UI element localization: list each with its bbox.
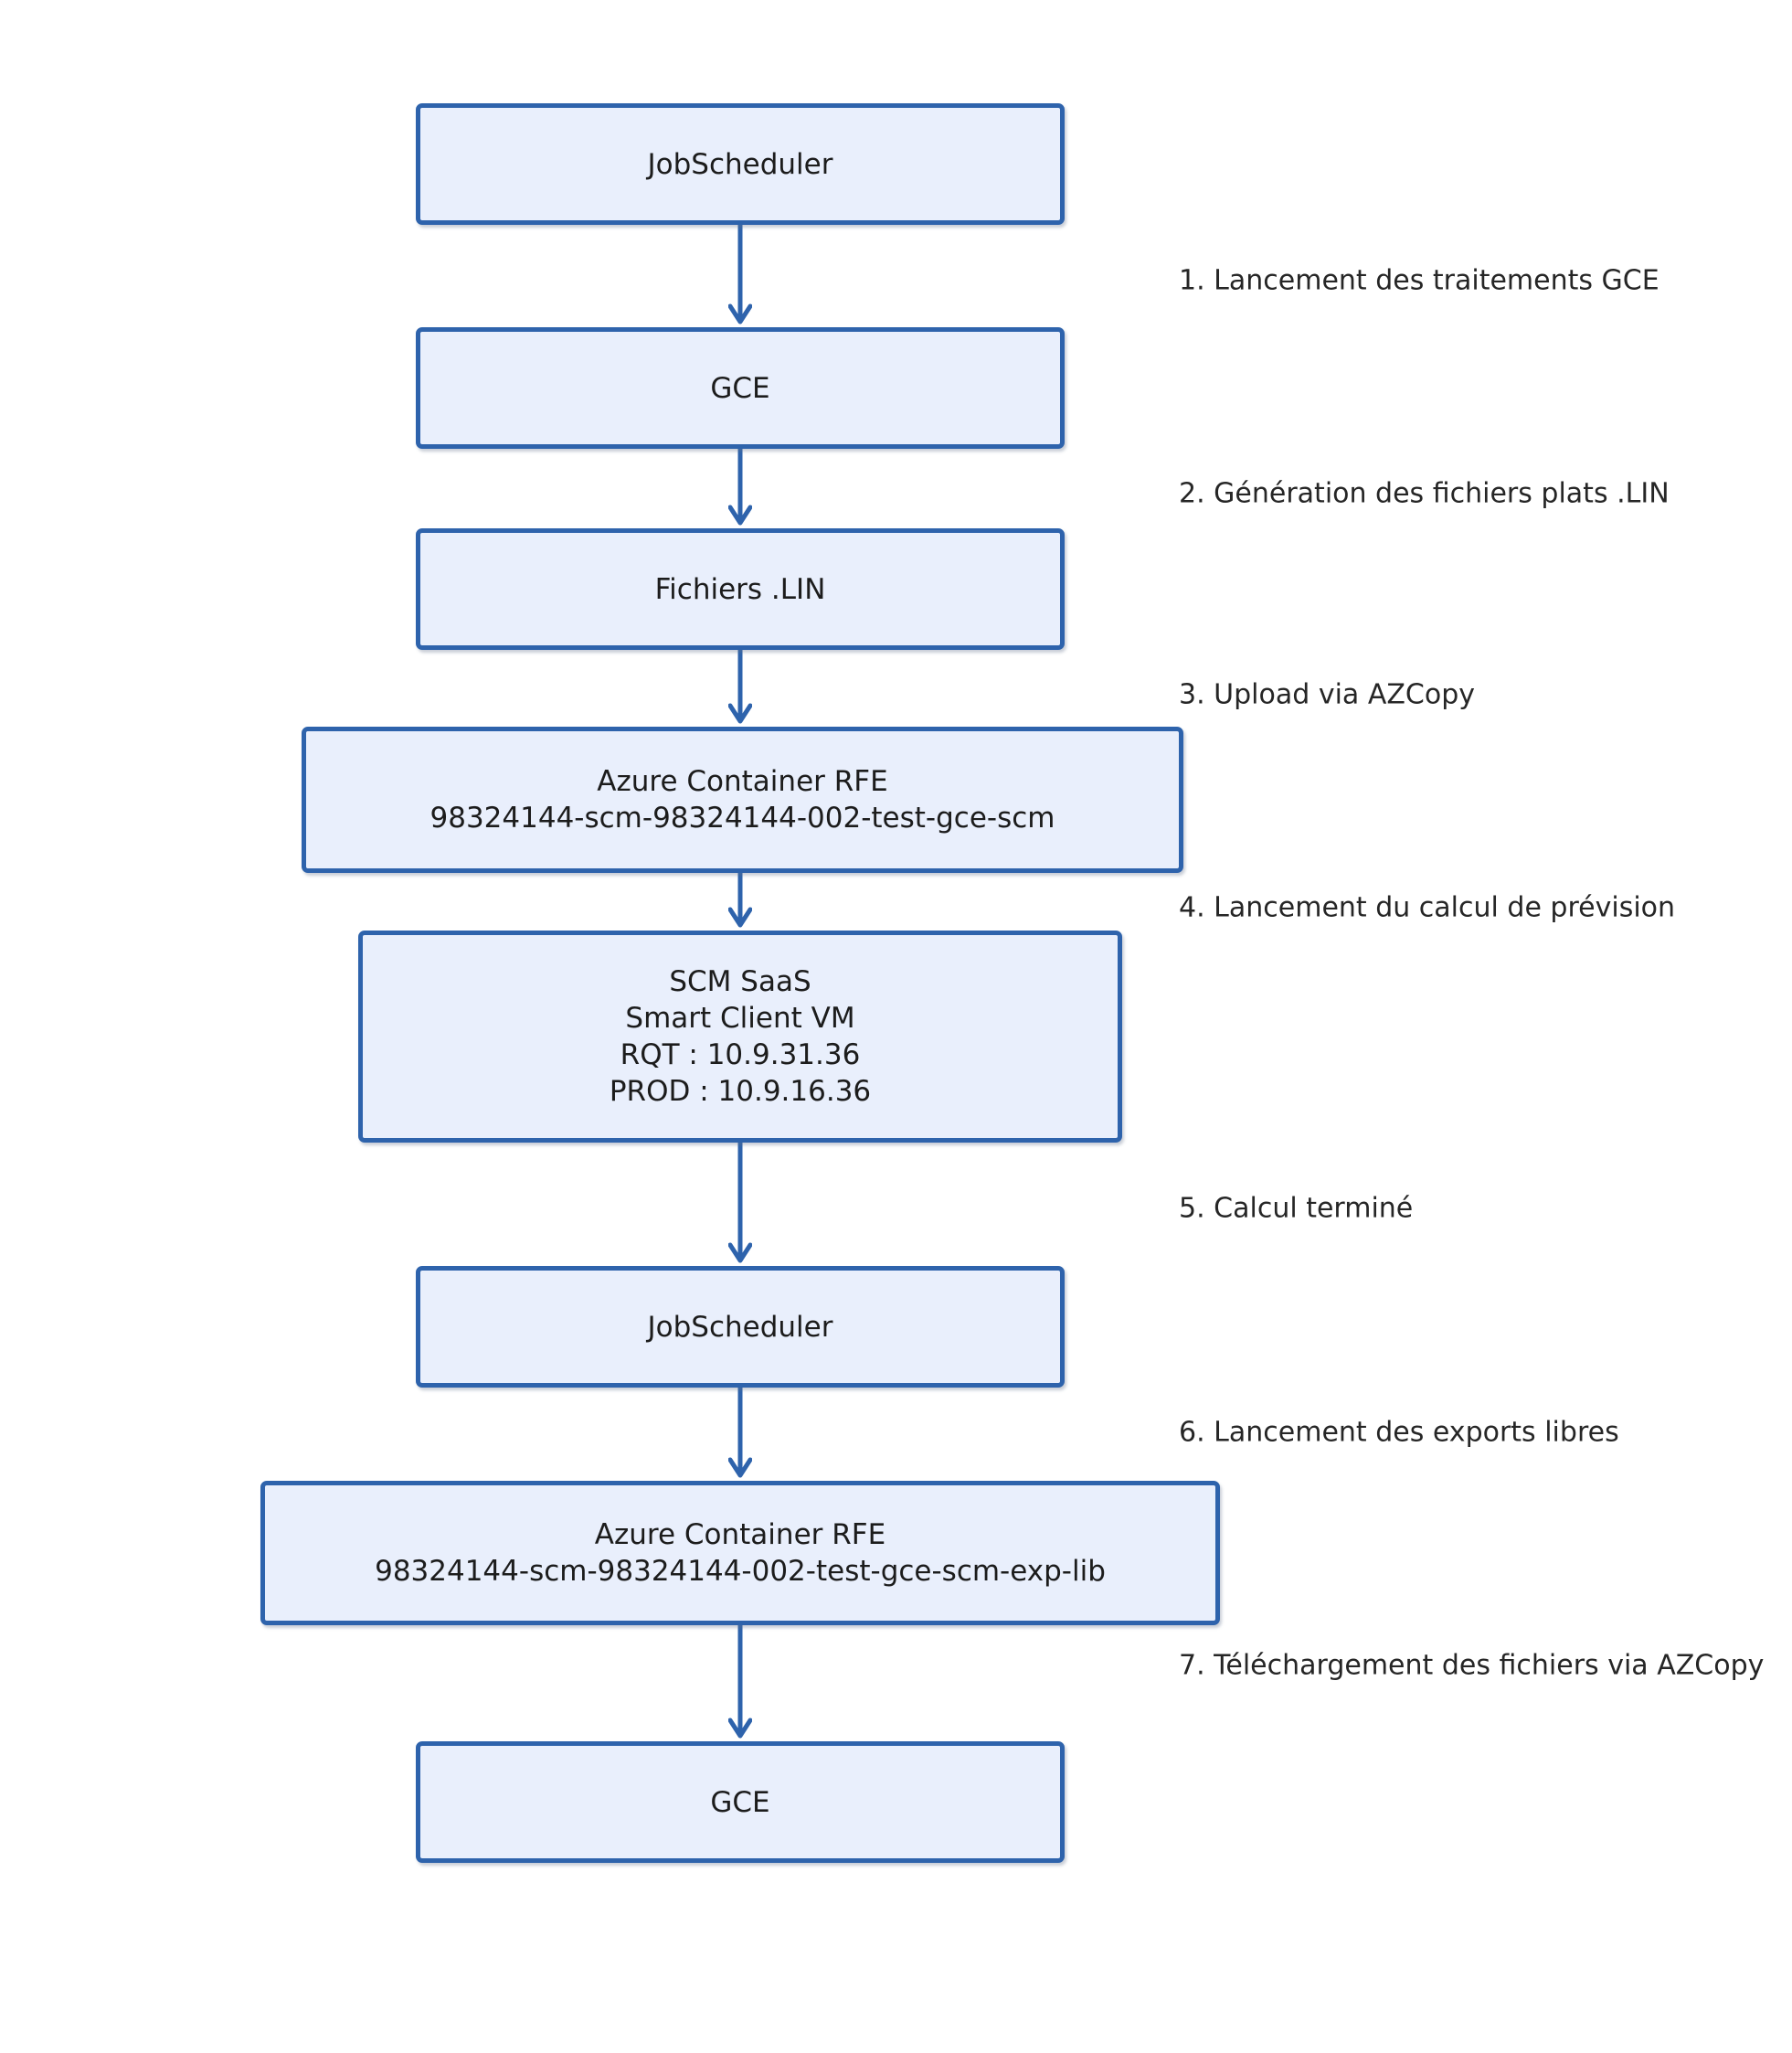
node-azure-container-rfe-1: Azure Container RFE 98324144-scm-9832414…: [302, 727, 1183, 873]
node-label: JobScheduler: [647, 147, 833, 181]
node-label: GCE: [710, 371, 770, 405]
node-label: GCE: [710, 1785, 770, 1819]
node-label: Smart Client VM: [625, 1002, 855, 1035]
node-jobscheduler-1: JobScheduler: [416, 103, 1065, 225]
step-label-5: 5. Calcul terminé: [1179, 1192, 1414, 1225]
step-label-2: 2. Génération des fichiers plats .LIN: [1179, 477, 1670, 510]
node-label: JobScheduler: [647, 1310, 833, 1344]
node-azure-container-rfe-2: Azure Container RFE 98324144-scm-9832414…: [260, 1481, 1220, 1625]
node-label: SCM SaaS: [669, 965, 811, 998]
step-label-3: 3. Upload via AZCopy: [1179, 678, 1475, 711]
node-fichiers-lin: Fichiers .LIN: [416, 528, 1065, 650]
node-jobscheduler-2: JobScheduler: [416, 1266, 1065, 1388]
node-gce-2: GCE: [416, 1741, 1065, 1863]
node-label: 98324144-scm-98324144-002-test-gce-scm: [429, 802, 1055, 835]
node-label: RQT : 10.9.31.36: [620, 1038, 861, 1071]
step-label-4: 4. Lancement du calcul de prévision: [1179, 891, 1676, 924]
step-label-1: 1. Lancement des traitements GCE: [1179, 264, 1659, 297]
node-label: Fichiers .LIN: [654, 572, 826, 606]
node-scm-saas-vm: SCM SaaS Smart Client VM RQT : 10.9.31.3…: [358, 931, 1122, 1143]
step-label-7: 7. Téléchargement des fichiers via AZCop…: [1179, 1649, 1765, 1682]
node-label: Azure Container RFE: [594, 1518, 886, 1551]
node-label: PROD : 10.9.16.36: [609, 1075, 872, 1108]
node-gce-1: GCE: [416, 327, 1065, 449]
step-label-6: 6. Lancement des exports libres: [1179, 1416, 1619, 1449]
node-label: 98324144-scm-98324144-002-test-gce-scm-e…: [375, 1555, 1106, 1588]
node-label: Azure Container RFE: [597, 765, 888, 798]
